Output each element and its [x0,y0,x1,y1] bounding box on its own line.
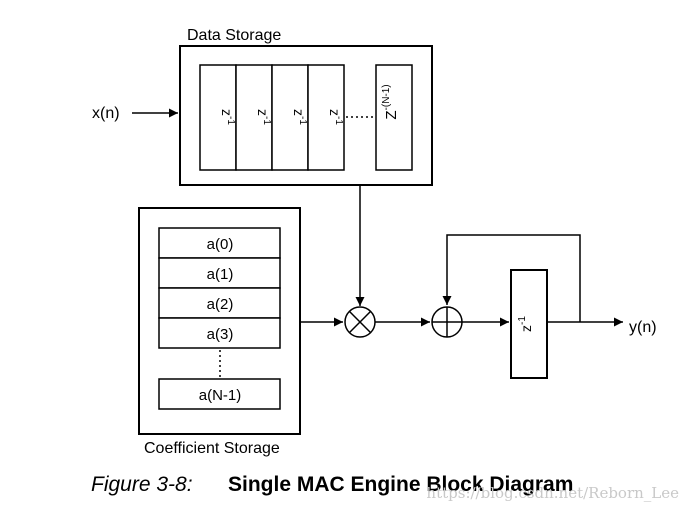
svg-text:a(2): a(2) [207,296,234,313]
register-label: z-1 [291,109,308,125]
multiplier-icon [344,306,376,338]
register-label: z-1 [255,109,272,125]
data-storage-box [179,45,433,186]
feedback-path [442,234,581,322]
delay-register-3: z-1 [271,64,309,171]
coefficient-entry-2: a(2) [158,287,281,319]
svg-text:a(N-1): a(N-1) [199,387,242,404]
accumulator-delay-label: z-1 [517,316,534,332]
register-label: z-1 [219,109,236,125]
accumulator-delay-register: z-1 [510,269,548,379]
coefficient-entry-last: a(N-1) [158,378,281,410]
figure-number: Figure 3-8: [91,473,193,496]
watermark: https://blog.csdn.net/Reborn_Lee [426,484,679,502]
svg-text:a(0): a(0) [207,236,234,253]
figure-title: Single MAC Engine Block Diagram [228,473,573,496]
adder-icon [431,306,463,338]
coefficient-entry-0: a(0) [158,227,281,259]
delay-register-last: Z-(N-1) [375,64,413,171]
delay-register-4: z-1 [307,64,345,171]
input-label: x(n) [92,105,120,122]
register-label-last: Z-(N-1) [381,84,400,119]
delay-register-2: z-1 [235,64,273,171]
svg-text:a(3): a(3) [207,326,234,343]
coefficient-storage-box [138,207,301,435]
svg-text:a(1): a(1) [207,266,234,283]
coefficient-entry-3: a(3) [158,317,281,349]
output-label: y(n) [629,319,657,336]
coefficient-entry-1: a(1) [158,257,281,289]
delay-register-1: z-1 [199,64,237,171]
data-storage-title: Data Storage [187,27,281,44]
coefficient-storage-title: Coefficient Storage [144,440,280,457]
register-label: z-1 [327,109,344,125]
